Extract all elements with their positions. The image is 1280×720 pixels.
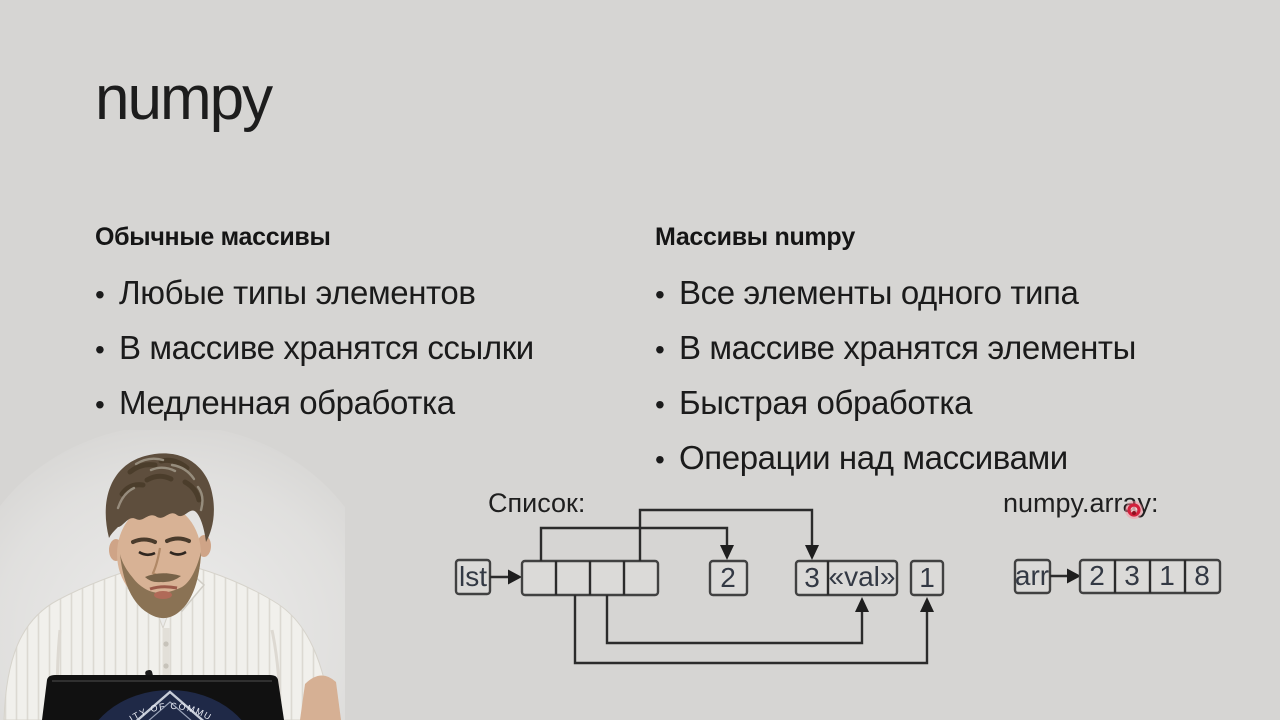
column-heading: Обычные массивы xyxy=(95,223,331,251)
list-diagram-label: Список: xyxy=(488,488,585,518)
value-box-3-val xyxy=(794,559,899,597)
ref-arrow-cell1-to-2 xyxy=(539,526,734,561)
eyebrow xyxy=(165,536,191,543)
page-title: numpy xyxy=(95,64,273,133)
list-item: Операции над массивами xyxy=(655,431,1230,486)
hair-shadow-strands xyxy=(119,457,202,503)
presenter-head xyxy=(105,453,214,619)
lst-var-label: lst xyxy=(459,561,487,592)
column-numpy-arrays: Массивы numpy Все элементы одного типа В… xyxy=(655,222,1230,486)
laptop-logo: ITY OF COMMU xyxy=(78,690,262,720)
column-heading: Массивы numpy xyxy=(655,223,855,251)
numpy-memory-diagram: numpy.array: arr 2 3 1 8 xyxy=(1003,488,1222,595)
list-item: Все элементы одного типа xyxy=(655,266,1230,321)
value-box-2 xyxy=(708,559,749,597)
presenter-webcam: ITY OF COMMU xyxy=(0,430,345,720)
eye xyxy=(138,550,156,557)
hair-gray-strands xyxy=(116,457,204,512)
moustache xyxy=(145,573,181,583)
bullet-list: Любые типы элементов В массиве хранятся … xyxy=(95,266,640,431)
value-box-1 xyxy=(909,559,945,597)
list-item: В массиве хранятся элементы xyxy=(655,321,1230,376)
array-cell-value: 1 xyxy=(1159,560,1175,591)
pointer-arrowhead xyxy=(1067,568,1081,584)
list-cells-box xyxy=(520,559,660,597)
laser-pointer-dot xyxy=(1125,501,1143,519)
array-cells-box xyxy=(1078,558,1222,595)
ref-arrow-cell3-to-val xyxy=(605,595,869,645)
hair xyxy=(105,453,214,542)
list-memory-diagram: Список: lst xyxy=(454,488,945,665)
value-3: 3 xyxy=(804,562,820,593)
list-item: В массиве хранятся ссылки xyxy=(95,321,640,376)
lower-lip xyxy=(154,591,172,599)
ref-arrow-cell4-to-3 xyxy=(638,508,819,561)
pointer-arrowhead xyxy=(508,569,522,585)
list-item: Быстрая обработка xyxy=(655,376,1230,431)
eye xyxy=(169,550,187,556)
value-val: «val» xyxy=(829,561,896,592)
column-regular-arrays: Обычные массивы Любые типы элементов В м… xyxy=(95,222,640,431)
shirt-button xyxy=(163,641,169,647)
arr-var-label: arr xyxy=(1015,560,1049,591)
shirt-button xyxy=(163,663,169,669)
bullet-list: Все элементы одного типа В массиве храня… xyxy=(655,266,1230,486)
list-item: Любые типы элементов xyxy=(95,266,640,321)
list-item: Медленная обработка xyxy=(95,376,640,431)
array-cell-value: 2 xyxy=(1089,560,1105,591)
array-cell-value: 3 xyxy=(1124,560,1140,591)
beard xyxy=(120,552,201,619)
array-cell-value: 8 xyxy=(1194,560,1210,591)
eyebrow xyxy=(131,537,157,544)
value-2: 2 xyxy=(720,562,736,593)
ref-arrow-cell2-to-1 xyxy=(573,595,934,665)
presenter-forearm xyxy=(300,675,341,720)
value-1: 1 xyxy=(919,562,935,593)
mouth xyxy=(149,585,178,591)
